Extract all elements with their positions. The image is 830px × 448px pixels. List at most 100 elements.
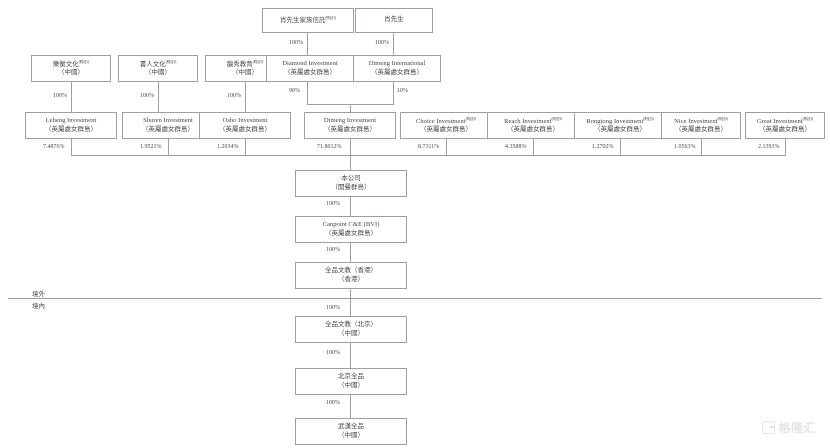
- node-canpoint-bvi-label: Canpoint C&E (BVI): [322, 221, 380, 229]
- note-marker: (附註3): [643, 116, 654, 121]
- node-quanpin-hk-jurisdiction: （香港）: [338, 275, 364, 283]
- node-nice-investment[interactable]: Nice Investment(附註3) （英屬處女群島）: [661, 112, 741, 139]
- connector-canpoint-hk: [350, 243, 351, 262]
- pct-osho-investment: 1.2034%: [216, 144, 240, 150]
- pct-beijing-qp-to-wuhan: 100%: [325, 400, 341, 406]
- note-marker: (附註3): [551, 116, 563, 121]
- pct-leheng-cn-to-inv: 100%: [52, 93, 68, 99]
- node-leheng-investment-label: Leheng Investment: [45, 117, 97, 125]
- pct-xiao-to-dimeng-intl: 100%: [374, 40, 390, 46]
- node-shuren-investment[interactable]: Shuren Investment （英屬處女群島）: [122, 112, 214, 139]
- connector-beijing-qp-to-wuhan: [350, 395, 351, 418]
- node-great-investment-jurisdiction: （英屬處女群島）: [759, 126, 811, 134]
- node-shuren-culture-jurisdiction: （中國）: [145, 69, 171, 77]
- pct-hk-to-bj: 100%: [325, 305, 341, 311]
- connector-diamond-down: [307, 82, 308, 104]
- pct-reach-investment: 4.3588%: [504, 144, 528, 150]
- node-shuren-culture[interactable]: 書人文化(附註2) （中國）: [118, 55, 198, 82]
- pct-dimeng-intl-to-dimeng-inv: 10%: [396, 88, 409, 94]
- connector-shuren-pair: [158, 82, 159, 112]
- connector-hk-to-bj: [350, 289, 351, 316]
- node-leheng-culture-jurisdiction: （中國）: [58, 69, 84, 77]
- node-choice-investment-label: Choice Investment(附註3): [415, 116, 476, 125]
- pct-leheng-investment: 7.4876%: [42, 144, 66, 150]
- node-dimeng-investment-label: Dimeng Investment: [323, 117, 377, 125]
- node-osho-investment-label: Osho Investment: [222, 117, 268, 125]
- note-marker: (附註2): [165, 59, 177, 64]
- node-reach-investment-jurisdiction: （英屬處女群島）: [507, 126, 559, 134]
- node-choice-investment[interactable]: Choice Investment(附註3) （英屬處女群島）: [400, 112, 492, 139]
- note-marker: (附註3): [717, 116, 729, 121]
- node-quanpin-beijing[interactable]: 全品文教（北京） （中國）: [295, 316, 407, 343]
- node-dimeng-international[interactable]: Dimeng International （英屬處女群島）: [353, 55, 441, 82]
- node-choice-investment-jurisdiction: （英屬處女群島）: [420, 126, 472, 134]
- pct-diamond-to-dimeng-inv: 90%: [288, 88, 301, 94]
- node-osho-investment[interactable]: Osho Investment （英屬處女群島）: [199, 112, 291, 139]
- drop-dimeng-inv: [350, 139, 351, 155]
- pct-shuren-investment: 1.9521%: [139, 144, 163, 150]
- node-rongtong-investment-label: Rongtong Investment(附註3): [586, 116, 654, 125]
- zone-label-offshore: 境外: [30, 288, 47, 298]
- connector-bj-to-beijing-qp: [350, 343, 351, 368]
- pct-dimeng-investment: 71.8012%: [316, 144, 343, 150]
- node-nice-investment-jurisdiction: （英屬處女群島）: [675, 126, 727, 134]
- node-rongtong-investment[interactable]: Rongtong Investment(附註3) （英屬處女群島）: [574, 112, 666, 139]
- drop-great-inv: [785, 139, 786, 155]
- node-shuren-investment-jurisdiction: （英屬處女群島）: [142, 125, 194, 133]
- node-wuhan-quanpin-jurisdiction: （中國）: [338, 431, 364, 439]
- zone-label-onshore: 境內: [30, 300, 47, 310]
- drop-osho-inv: [245, 139, 246, 155]
- node-company-jurisdiction: （開曼群島）: [331, 183, 371, 191]
- pct-choice-investment: 8.7311%: [417, 144, 441, 150]
- pct-canpoint-to-hk: 100%: [325, 247, 341, 253]
- node-trust-label: 肖先生家族信託(附註1): [280, 15, 336, 25]
- node-canpoint-bvi[interactable]: Canpoint C&E (BVI) （英屬處女群島）: [295, 216, 407, 243]
- node-leheng-investment-jurisdiction: （英屬處女群島）: [45, 125, 97, 133]
- node-quanpin-hk[interactable]: 全品文教（香港） （香港）: [295, 262, 407, 289]
- node-company[interactable]: 本公司 （開曼群島）: [295, 170, 407, 197]
- node-wuhan-quanpin-label: 武漢全品: [338, 423, 364, 431]
- pct-rongtong-investment: 1.2702%: [591, 144, 615, 150]
- node-rongtong-investment-jurisdiction: （英屬處女群島）: [594, 126, 646, 134]
- node-leheng-investment[interactable]: Leheng Investment （英屬處女群島）: [25, 112, 117, 139]
- node-mr-xiao-label: 肖先生: [384, 16, 404, 24]
- pct-company-to-canpoint: 100%: [325, 201, 341, 207]
- node-diamond-investment-jurisdiction: （英屬處女群島）: [284, 68, 336, 76]
- offshore-onshore-divider: [8, 298, 822, 299]
- node-company-label: 本公司: [341, 175, 361, 183]
- node-trust[interactable]: 肖先生家族信託(附註1): [262, 8, 354, 33]
- node-diamond-investment[interactable]: Diamond Investment （英屬處女群島）: [266, 55, 354, 82]
- node-dimeng-international-jurisdiction: （英屬處女群島）: [371, 68, 423, 76]
- node-great-investment[interactable]: Great Investment(附註3) （英屬處女群島）: [745, 112, 825, 139]
- connector-dimeng-intl-down: [393, 82, 394, 104]
- node-leheng-culture-label: 樂衡文化(附註2): [52, 59, 90, 68]
- pct-trust-to-diamond: 100%: [288, 40, 304, 46]
- connector-trust-diamond: [307, 33, 308, 55]
- pct-bj-to-beijing-qp: 100%: [325, 350, 341, 356]
- node-diamond-investment-label: Diamond Investment: [282, 60, 338, 68]
- drop-shuren-inv: [168, 139, 169, 155]
- node-leheng-culture[interactable]: 樂衡文化(附註2) （中國）: [31, 55, 111, 82]
- drop-choice-inv: [446, 139, 447, 155]
- node-mr-xiao[interactable]: 肖先生: [355, 8, 433, 33]
- node-reach-investment[interactable]: Reach Investment(附註3) （英屬處女群島）: [487, 112, 579, 139]
- node-beijing-quanpin-label: 北京全品: [338, 373, 364, 381]
- node-wuhan-quanpin[interactable]: 武漢全品 （中國）: [295, 418, 407, 445]
- node-shuren-culture-label: 書人文化(附註2): [139, 59, 177, 68]
- note-marker: (附註2): [252, 59, 264, 64]
- node-quanpin-hk-label: 全品文教（香港）: [325, 267, 377, 275]
- node-dimeng-investment[interactable]: Dimeng Investment （英屬處女群島）: [304, 112, 396, 139]
- watermark-text: 格隆汇: [778, 421, 816, 435]
- drop-leheng-inv: [71, 139, 72, 155]
- drop-reach-inv: [533, 139, 534, 155]
- note-marker: (附註2): [78, 59, 90, 64]
- note-marker: (附註3): [802, 116, 814, 121]
- drop-rongtong-inv: [620, 139, 621, 155]
- connector-bus-to-company: [350, 155, 351, 170]
- node-osho-investment-jurisdiction: （英屬處女群島）: [219, 125, 271, 133]
- node-beijing-quanpin[interactable]: 北京全品 （中國）: [295, 368, 407, 395]
- aggregation-bus: [71, 155, 786, 156]
- watermark: 格隆汇: [762, 419, 816, 436]
- node-dimeng-international-label: Dimeng International: [368, 60, 426, 68]
